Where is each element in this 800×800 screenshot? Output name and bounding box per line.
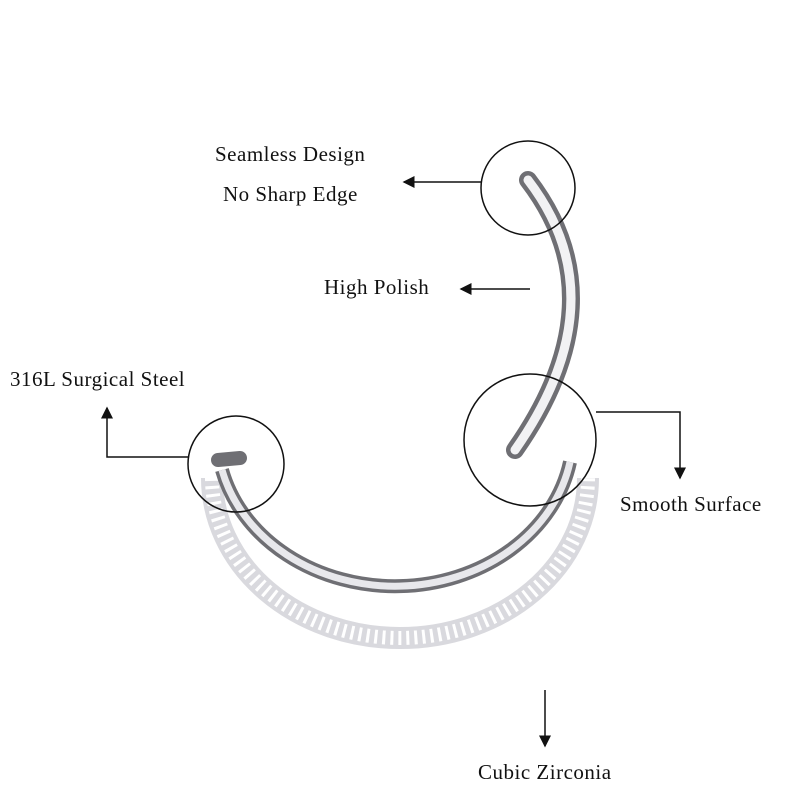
callout-circle-smooth xyxy=(463,373,597,507)
arrow-smooth xyxy=(596,411,686,480)
label-smooth-surface: Smooth Surface xyxy=(620,492,762,516)
label-cubic-zirconia: Cubic Zirconia xyxy=(478,760,612,784)
label-seamless-design: Seamless Design xyxy=(215,142,366,166)
hinged-bar xyxy=(211,171,580,467)
label-no-sharp-edge: No Sharp Edge xyxy=(223,182,358,206)
label-surgical-steel: 316L Surgical Steel xyxy=(10,367,186,391)
callout-circle-steel xyxy=(187,415,285,513)
label-high-polish: High Polish xyxy=(324,275,430,299)
callout-circle-seamless xyxy=(480,140,576,236)
hoop xyxy=(201,460,599,649)
arrow-steel xyxy=(101,406,189,458)
